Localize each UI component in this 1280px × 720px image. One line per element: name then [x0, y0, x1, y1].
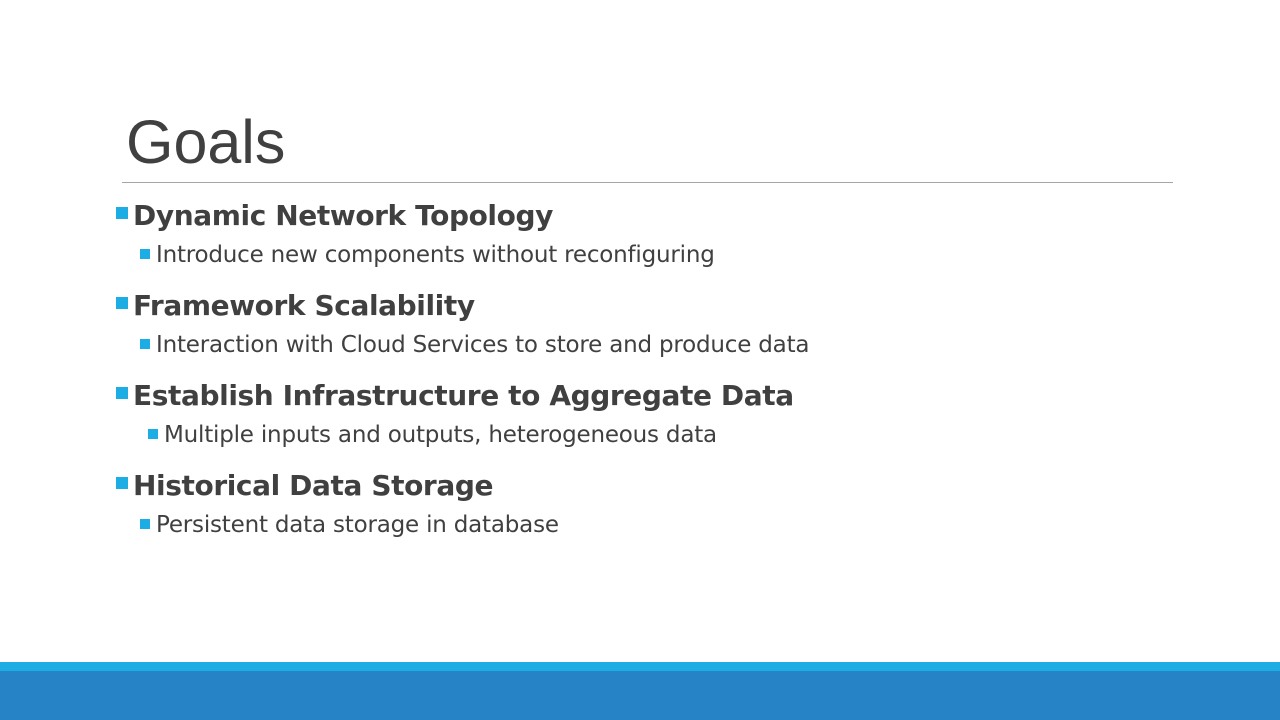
bullet-item: Dynamic Network Topology Introduce new c…	[116, 194, 1176, 273]
square-bullet-icon	[140, 338, 150, 349]
bullet-item: Establish Infrastructure to Aggregate Da…	[116, 374, 1176, 453]
title-divider	[122, 182, 1173, 183]
sub-bullet-row: Persistent data storage in database	[116, 506, 1176, 543]
bullet-heading: Framework Scalability	[133, 288, 475, 322]
square-bullet-icon	[116, 207, 128, 219]
bullet-heading-row: Establish Infrastructure to Aggregate Da…	[116, 374, 1176, 416]
footer-accent-strip	[0, 662, 1280, 671]
sub-bullet-text: Interaction with Cloud Services to store…	[156, 331, 810, 358]
sub-bullet-row: Multiple inputs and outputs, heterogeneo…	[116, 416, 1176, 453]
bullet-heading-row: Dynamic Network Topology	[116, 194, 1176, 236]
sub-bullet-row: Interaction with Cloud Services to store…	[116, 326, 1176, 363]
bullet-heading: Establish Infrastructure to Aggregate Da…	[133, 378, 794, 412]
square-bullet-icon	[116, 297, 128, 309]
bullet-heading: Historical Data Storage	[133, 468, 494, 502]
square-bullet-icon	[140, 248, 150, 259]
square-bullet-icon	[140, 518, 150, 529]
bullet-item: Historical Data Storage Persistent data …	[116, 464, 1176, 543]
bullet-heading-row: Framework Scalability	[116, 284, 1176, 326]
footer-bar	[0, 671, 1280, 720]
sub-bullet-text: Multiple inputs and outputs, heterogeneo…	[164, 421, 717, 448]
bullet-list: Dynamic Network Topology Introduce new c…	[116, 194, 1176, 554]
sub-bullet-text: Persistent data storage in database	[156, 511, 559, 538]
sub-bullet-row: Introduce new components without reconfi…	[116, 236, 1176, 273]
bullet-heading: Dynamic Network Topology	[133, 198, 553, 232]
square-bullet-icon	[116, 387, 128, 399]
square-bullet-icon	[116, 477, 128, 489]
sub-bullet-text: Introduce new components without reconfi…	[156, 241, 715, 268]
square-bullet-icon	[148, 428, 158, 439]
bullet-heading-row: Historical Data Storage	[116, 464, 1176, 506]
bullet-item: Framework Scalability Interaction with C…	[116, 284, 1176, 363]
slide-title: Goals	[126, 108, 286, 176]
